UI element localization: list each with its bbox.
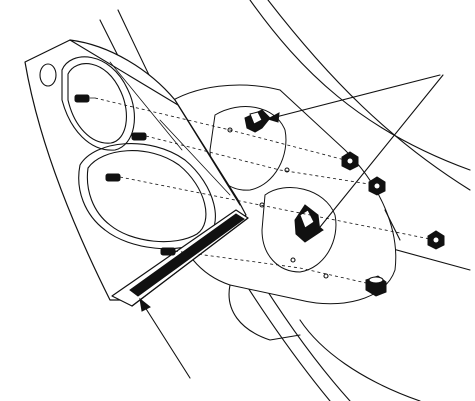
screw — [131, 132, 147, 141]
screw — [365, 275, 387, 297]
clip-nut — [341, 151, 359, 171]
screw — [74, 94, 96, 103]
retaining-clip — [244, 109, 271, 133]
leader-arrow-trim-strip — [139, 297, 191, 379]
locating-holes — [187, 127, 329, 279]
alignment-lines — [94, 97, 436, 286]
screw — [105, 173, 121, 182]
trim-strip — [111, 209, 249, 307]
leader-arrow-clip-upper — [266, 74, 441, 123]
screw — [160, 247, 176, 256]
leader-arrow-clip-lower — [312, 74, 444, 238]
clip-nut — [368, 176, 386, 196]
clip-nut — [427, 230, 445, 250]
